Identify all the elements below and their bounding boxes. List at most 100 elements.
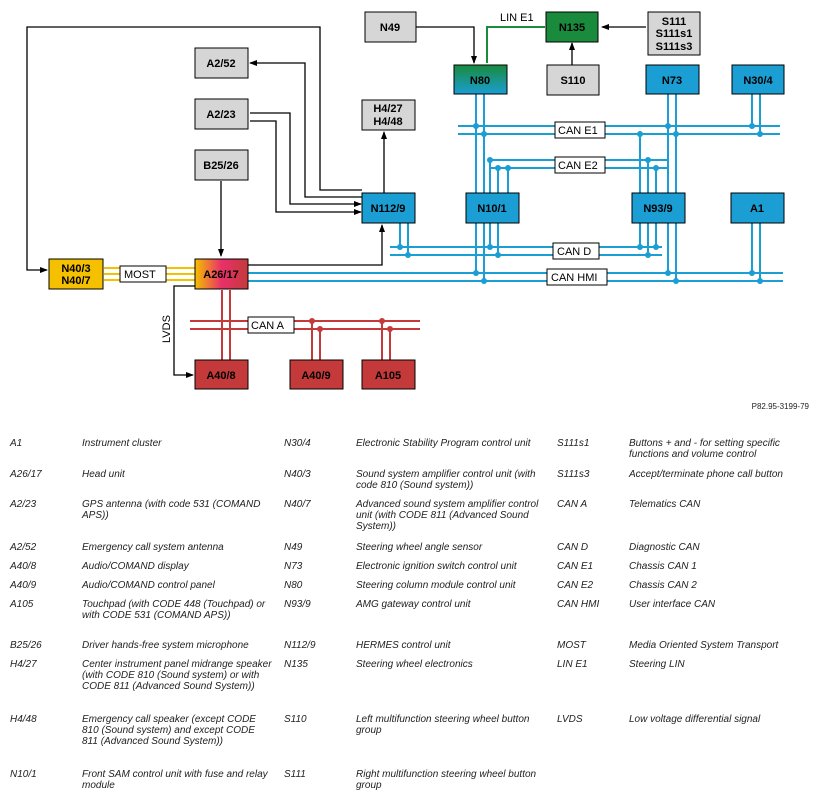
svg-text:H4/27: H4/27 (373, 103, 402, 115)
svg-text:N49: N49 (380, 22, 400, 34)
can-hmi-bus (248, 272, 783, 282)
a40-9-block[interactable]: A40/9 (289, 359, 344, 390)
n73-block[interactable]: N73 (645, 64, 700, 95)
legend-code: MOST (557, 640, 586, 651)
a1-block[interactable]: A1 (730, 192, 785, 224)
bus-lines (104, 94, 783, 360)
svg-text:H4/48: H4/48 (373, 116, 402, 128)
legend-description: Low voltage differential signal (629, 714, 761, 725)
n40-block[interactable]: N40/3 N40/7 (48, 258, 104, 290)
svg-text:A1: A1 (750, 203, 764, 215)
n93-9-block[interactable]: N93/9 (631, 192, 686, 224)
legend-description: Head unit (82, 469, 125, 480)
legend-description: Center instrument panel midrange speaker… (82, 659, 272, 692)
can-d-bus (390, 246, 662, 256)
legend-code: H4/48 (10, 714, 37, 725)
n80-block[interactable]: N80 (453, 64, 508, 95)
a2-23-block[interactable]: A2/23 (194, 98, 249, 130)
svg-text:N40/3: N40/3 (61, 263, 90, 275)
legend-description: Driver hands-free system microphone (82, 640, 249, 651)
legend-code: A2/52 (10, 542, 37, 553)
lvds-line (173, 285, 196, 378)
legend-description: Audio/COMAND control panel (82, 580, 215, 591)
figure-reference: P82.95-3199-79 (751, 402, 809, 411)
svg-text:N80: N80 (470, 75, 490, 87)
legend-code: N135 (284, 659, 308, 670)
legend-description: Chassis CAN 1 (629, 561, 697, 572)
legend-code: N10/1 (10, 769, 37, 780)
legend-code: A26/17 (10, 469, 42, 480)
legend-description: Front SAM control unit with fuse and rel… (82, 769, 268, 791)
bus-labels: LIN E1 CAN E1 CAN E2 CAN D CAN HMI MOST … (119, 12, 608, 343)
svg-text:N10/1: N10/1 (477, 203, 506, 215)
legend-code: N80 (284, 580, 303, 591)
legend-description: Audio/COMAND display (82, 561, 189, 572)
wiring-diagram: LIN E1 CAN E1 CAN E2 CAN D CAN HMI MOST … (26, 11, 785, 390)
can-e1-label: CAN E1 (558, 125, 598, 137)
can-d-label: CAN D (557, 246, 591, 258)
svg-text:S111s1: S111s1 (656, 28, 693, 40)
legend-code: N112/9 (284, 640, 316, 651)
h4-block[interactable]: H4/27 H4/48 (361, 99, 416, 131)
legend-description: Steering column module control unit (356, 580, 516, 591)
n112-9-block[interactable]: N112/9 (361, 192, 416, 224)
n49-block[interactable]: N49 (364, 11, 417, 43)
legend-description: Accept/terminate phone call button (629, 469, 783, 480)
legend-description: Emergency call speaker (except CODE 810 … (82, 714, 256, 747)
legend-code: LVDS (557, 714, 583, 725)
a105-block[interactable]: A105 (361, 359, 416, 390)
n49-to-n80-line (416, 26, 477, 64)
svg-text:A40/8: A40/8 (206, 370, 235, 382)
n10-1-block[interactable]: N10/1 (465, 192, 520, 224)
junction-dots (309, 123, 763, 332)
s110-block[interactable]: S110 (546, 64, 600, 96)
legend-code: A40/9 (10, 580, 37, 591)
a26-17-block[interactable]: A26/17 (194, 258, 249, 290)
b25-26-block[interactable]: B25/26 (194, 149, 249, 181)
a2-52-block[interactable]: A2/52 (194, 47, 249, 79)
legend-description: Touchpad (with CODE 448 (Touchpad) or wi… (82, 599, 266, 621)
n30-4-block[interactable]: N30/4 (731, 64, 785, 95)
a2-23-to-n112-line-2 (250, 120, 362, 215)
svg-text:A105: A105 (375, 370, 401, 382)
legend-description: Steering wheel angle sensor (356, 542, 483, 553)
legend-code: S111s3 (557, 469, 590, 480)
lin-e1-label: LIN E1 (500, 12, 534, 24)
legend-code: B25/26 (10, 640, 42, 651)
n112-to-n40-line (26, 26, 362, 273)
red-drops (221, 290, 391, 360)
legend-code: N93/9 (284, 599, 311, 610)
legend-description: Diagnostic CAN (629, 542, 700, 553)
legend-code: CAN E2 (557, 580, 594, 591)
can-e2-label: CAN E2 (558, 160, 598, 172)
legend-description: Media Oriented System Transport (629, 640, 779, 651)
svg-text:N112/9: N112/9 (371, 203, 406, 215)
can-a-bus (190, 320, 420, 330)
svg-text:A40/9: A40/9 (301, 370, 330, 382)
legend-description: Right multifunction steering wheel butto… (356, 769, 537, 791)
svg-text:N93/9: N93/9 (643, 203, 672, 215)
can-hmi-label: CAN HMI (551, 272, 597, 284)
legend-description: Chassis CAN 2 (629, 580, 697, 591)
legend-description: Steering LIN (629, 659, 685, 670)
legend-code: LIN E1 (557, 659, 588, 670)
lvds-label: LVDS (161, 315, 173, 343)
legend-description: Telematics CAN (629, 499, 701, 510)
s111-block[interactable]: S111 S111s1 S111s3 (647, 11, 701, 56)
svg-text:A26/17: A26/17 (203, 269, 238, 281)
legend-description: Electronic Stability Program control uni… (356, 438, 531, 449)
legend-description: HERMES control unit (356, 640, 451, 651)
a2-23-to-n112-line (250, 112, 362, 207)
legend-description: Emergency call system antenna (82, 542, 224, 553)
legend-code: N40/7 (284, 499, 311, 510)
legend-code: N49 (284, 542, 303, 553)
a40-8-block[interactable]: A40/8 (194, 359, 249, 390)
legend-code: CAN E1 (557, 561, 594, 572)
legend-code: S111 (284, 769, 306, 780)
n135-block[interactable]: N135 (545, 11, 599, 43)
legend-code: A40/8 (10, 561, 37, 572)
legend-code: S111s1 (557, 438, 590, 449)
a26-to-n112-line (248, 224, 385, 266)
legend-code: CAN HMI (557, 599, 600, 610)
legend-description: Steering wheel electronics (356, 659, 473, 670)
